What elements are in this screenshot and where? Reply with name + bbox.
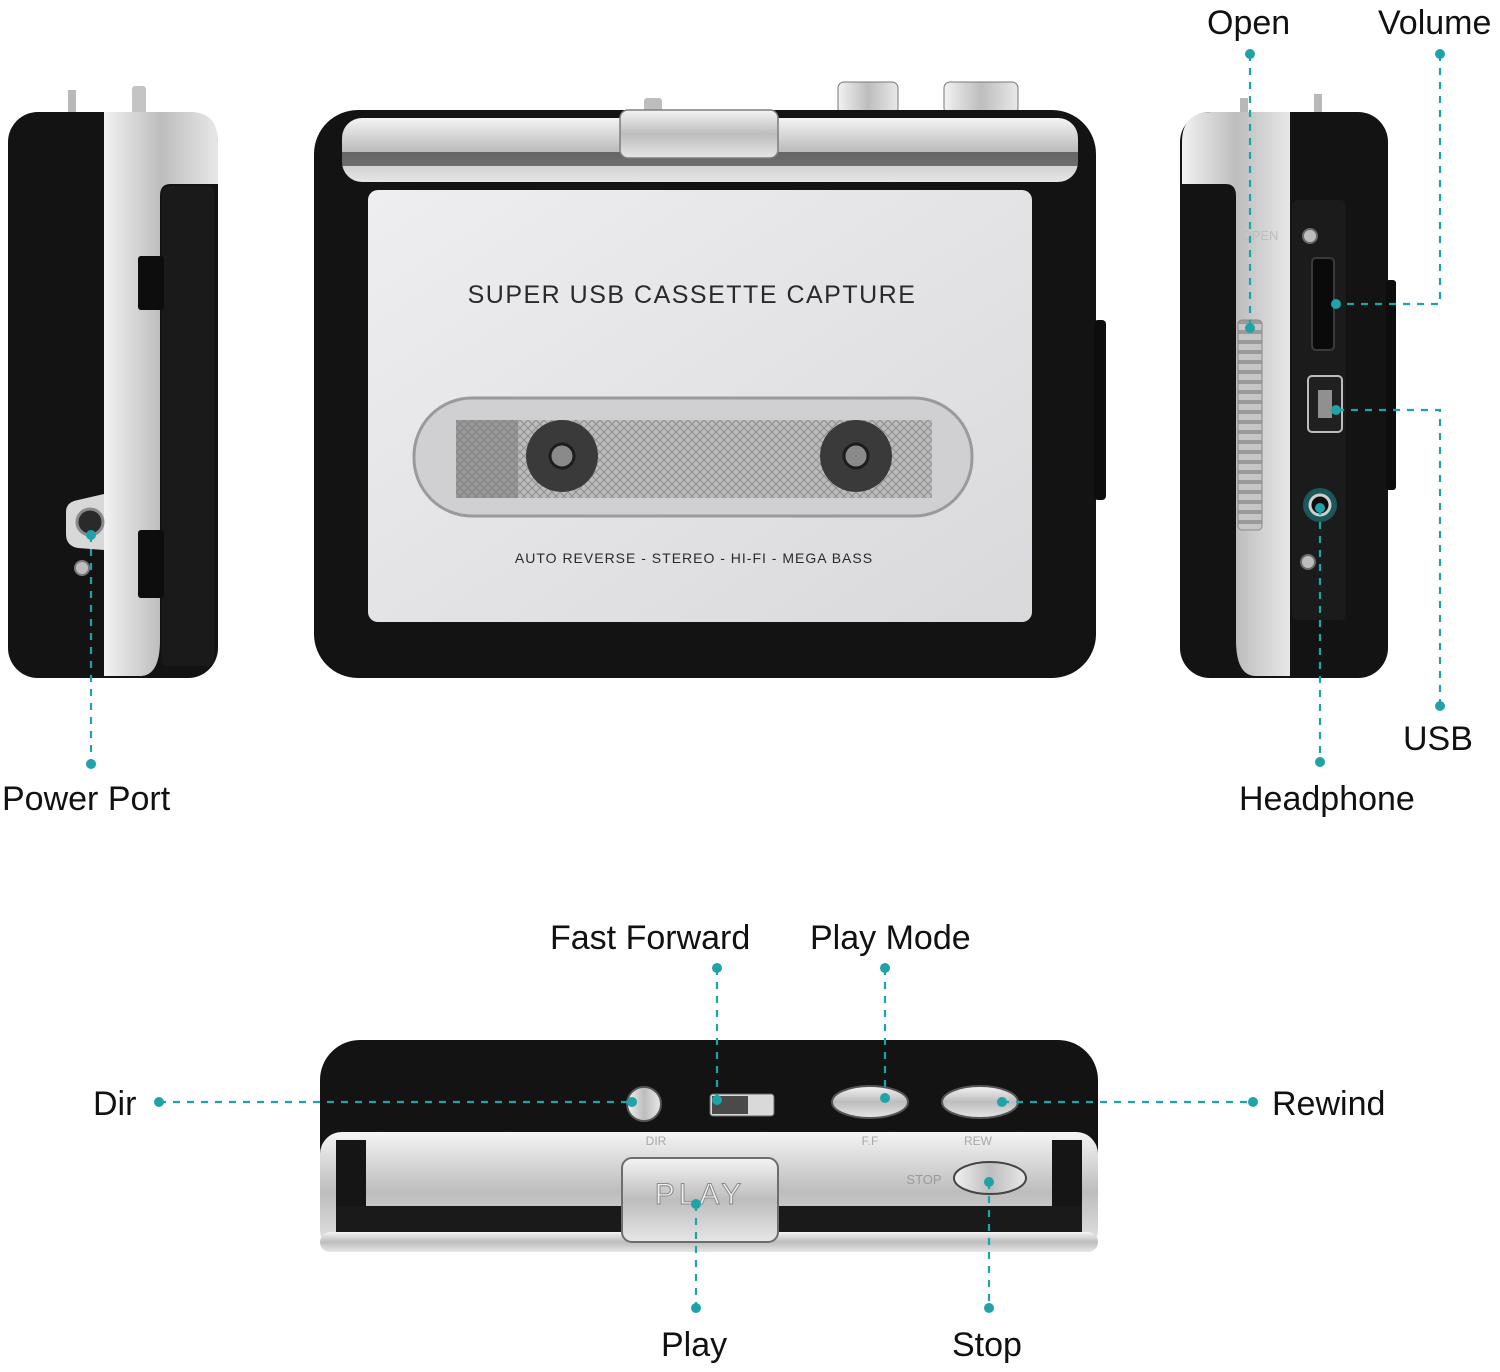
dot-rewind-end <box>1248 1097 1258 1107</box>
dot-play-start <box>691 1199 701 1209</box>
dot-headphone-end <box>1315 757 1325 767</box>
dot-play-mode-end <box>880 963 890 973</box>
volume-wheel-icon <box>1311 257 1335 351</box>
callout-stop: Stop <box>952 1326 1022 1364</box>
right-reel-hub-icon <box>842 442 870 470</box>
front-side-wheel <box>1094 320 1106 500</box>
left-screw-icon <box>74 560 90 576</box>
leader-lines <box>89 54 1442 1308</box>
front-bezel-groove <box>342 152 1078 166</box>
dot-play-end <box>691 1303 701 1313</box>
right-pin-a <box>1240 98 1248 118</box>
ff-button-icon <box>831 1085 909 1119</box>
front-view: SUPER USB CASSETTE CAPTURE AUTO REVERSE … <box>314 81 1106 678</box>
ff-marking: F.F <box>862 1134 879 1148</box>
dot-power-port-start <box>86 530 96 540</box>
right-side-view: OPEN <box>1180 94 1396 678</box>
right-silver-band <box>1182 112 1290 676</box>
left-side-recess <box>162 186 214 666</box>
callout-power-port: Power Port <box>2 780 171 818</box>
dot-dir-start <box>627 1097 637 1107</box>
dot-usb-end <box>1435 701 1445 711</box>
left-reel-hub-icon <box>548 442 576 470</box>
usb-port-inner <box>1318 390 1332 418</box>
dot-stop-end <box>984 1303 994 1313</box>
dot-power-port-end <box>86 759 96 769</box>
dot-headphone-start <box>1315 503 1325 513</box>
left-side-view <box>8 86 218 678</box>
dot-open-end <box>1245 49 1255 59</box>
callout-open: Open <box>1207 4 1291 42</box>
dot-open-start <box>1245 323 1255 333</box>
open-marking: OPEN <box>1242 228 1279 243</box>
callout-play: Play <box>661 1326 728 1364</box>
right-edge-clip <box>1386 280 1396 490</box>
dot-rewind-start <box>997 1097 1007 1107</box>
dot-fast-forward-end <box>712 963 722 973</box>
leader-dots <box>86 49 1445 1313</box>
left-silver-band <box>104 112 218 676</box>
dot-dir-end <box>154 1097 164 1107</box>
right-screw-top-icon <box>1302 228 1318 244</box>
top-button-rew <box>943 81 1019 115</box>
dot-volume-start <box>1331 299 1341 309</box>
dot-stop-start <box>984 1177 994 1187</box>
dir-marking: DIR <box>646 1134 667 1148</box>
leader-usb <box>1336 408 1442 706</box>
callout-headphone: Headphone <box>1239 780 1415 818</box>
left-pin <box>68 90 76 116</box>
right-pin-b <box>1314 94 1322 118</box>
open-slider <box>1237 319 1263 531</box>
play-key <box>621 1157 779 1243</box>
left-knob <box>132 86 146 116</box>
right-screw-bottom-icon <box>1300 554 1316 570</box>
callout-rewind: Rewind <box>1272 1085 1386 1123</box>
panel-subtitle: AUTO REVERSE - STEREO - HI-FI - MEGA BAS… <box>515 550 873 566</box>
dot-volume-end <box>1435 49 1445 59</box>
left-slider <box>138 256 164 310</box>
rew-marking: REW <box>964 1134 993 1148</box>
dot-usb-start <box>1331 405 1341 415</box>
dot-fast-forward-start <box>712 1095 722 1105</box>
top-right-recess <box>1052 1140 1082 1206</box>
dot-play-mode-start <box>880 1093 890 1103</box>
top-button-ff <box>837 81 899 115</box>
top-left-recess <box>336 1140 366 1206</box>
callout-fast-forward: Fast Forward <box>550 919 751 957</box>
callout-dir: Dir <box>93 1085 137 1123</box>
callout-play-mode: Play Mode <box>810 919 971 957</box>
callout-usb: USB <box>1403 720 1473 758</box>
front-play-key <box>619 109 779 159</box>
callout-volume: Volume <box>1378 4 1492 42</box>
dir-button-icon <box>626 1086 662 1122</box>
top-view: PLAY STOP DIR F.F REW <box>320 1040 1098 1252</box>
left-switch <box>138 530 164 598</box>
panel-title: SUPER USB CASSETTE CAPTURE <box>468 281 917 309</box>
tape-edge <box>456 420 518 498</box>
stop-key-label: STOP <box>906 1172 941 1187</box>
top-dir-nub <box>644 98 662 112</box>
